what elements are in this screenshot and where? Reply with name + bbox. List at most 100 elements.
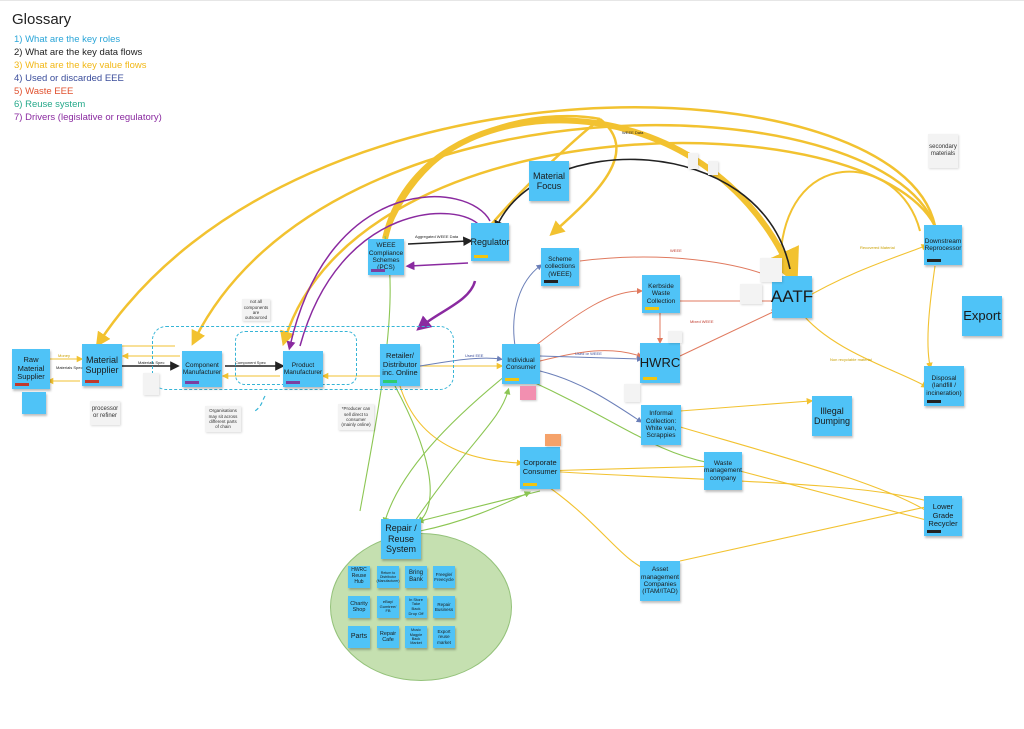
flow-label-aggregated-data: Aggregated WEEE Data [415, 234, 459, 239]
node-label: Export [963, 307, 1001, 323]
node-illegal-dumping[interactable]: Illegal Dumping [812, 396, 852, 436]
reuse-item-repair-business[interactable]: Repair Business [433, 596, 455, 618]
node-label: Illegal Dumping [813, 405, 851, 426]
note-text: not all components are outsourced [243, 299, 269, 321]
flow-label-recovered-material: Recovered Material [860, 245, 895, 250]
reuse-item-bring-bank[interactable]: Bring Bank [405, 566, 427, 588]
reuse-label: Repair Cafe [379, 630, 397, 643]
flow-label-weee: WEEE [670, 248, 682, 253]
reuse-label: In Store Take Back Drop Off [408, 596, 424, 616]
flow-label-used-weee: Used or WEEE [575, 351, 602, 356]
flow-label-mixed-weee: Mixed WEEE [690, 319, 714, 324]
glossary-item-roles: 1) What are the key roles [14, 34, 121, 45]
node-label: Kerbside Waste Collection [646, 282, 676, 305]
tag [927, 400, 941, 403]
glossary-item-reuse-system: 6) Reuse system [14, 99, 86, 110]
main-money-flow-to-aatf [382, 117, 799, 286]
flow-label-materials-spec: Materials Spec [56, 365, 83, 370]
node-retailer[interactable]: Retailer/ Distributor inc. Online [380, 344, 420, 386]
note-small-4 [760, 258, 782, 282]
reuse-item-charity-shop[interactable]: Charity Shop [348, 596, 370, 618]
node-label: Component Manufacturer [182, 361, 222, 376]
node-product-manufacturer[interactable]: Product Manufacturer [283, 351, 323, 387]
reuse-item-parts[interactable]: Parts [348, 626, 370, 648]
flow-label-money-1: Money [58, 353, 71, 358]
reuse-label: Charity Shop [350, 600, 368, 613]
tag [645, 307, 659, 310]
reuse-item-hwrc-hub[interactable]: HWRC Reuse Hub [348, 566, 370, 588]
reuse-label: HWRC Reuse Hub [351, 567, 367, 585]
node-disposal[interactable]: Disposal (landfill / incineration) [924, 366, 964, 406]
reuse-item-in-store[interactable]: In Store Take Back Drop Off [405, 596, 427, 618]
node-raw-material-detail [22, 392, 46, 414]
tag [523, 483, 537, 486]
note-secondary-materials: secondary materials [928, 134, 958, 168]
tag [185, 381, 199, 384]
note-processor: processor or refiner [90, 401, 120, 425]
reuse-item-export-reuse[interactable]: Export reuse market [433, 626, 455, 648]
node-label: Raw Material Supplier [17, 355, 45, 382]
node-repair-reuse[interactable]: Repair / Reuse System [381, 519, 421, 559]
supply-chain-boundary [152, 326, 454, 390]
glossary-title: Glossary [12, 11, 72, 28]
tag [15, 383, 29, 386]
node-aatf[interactable]: AATF [771, 276, 813, 318]
node-label: Informal Collection: White van, Scrappie… [645, 410, 677, 440]
tag [286, 381, 300, 384]
node-label: Product Manufacturer [283, 361, 323, 376]
tag [544, 280, 558, 283]
glossary-item-used-eee: 4) Used or discarded EEE [14, 73, 124, 84]
pink-note-consumer [520, 386, 536, 400]
tag [85, 380, 99, 383]
node-label: Individual Consumer [506, 356, 536, 371]
note-small-2 [688, 153, 698, 169]
node-waste-management[interactable]: Waste management company [704, 452, 742, 490]
node-component-manufacturer[interactable]: Component Manufacturer [182, 351, 222, 387]
node-asset-management[interactable]: Asset management Companies (ITAM/ITAD) [640, 561, 680, 601]
reuse-item-ebay[interactable]: eBay/ Gumtree/ FB [377, 596, 399, 618]
node-material-supplier[interactable]: Material Supplier [82, 344, 122, 386]
node-raw-material-supplier[interactable]: Raw Material Supplier [12, 349, 50, 389]
node-material-focus[interactable]: Material Focus [529, 161, 569, 201]
tag [927, 530, 941, 533]
flow-label-non-recyclable: Non recyclable material [830, 357, 872, 362]
node-label: Material Focus [532, 170, 565, 191]
reuse-item-return-distributor[interactable]: Return to Distributor (Manufacturer) [377, 566, 399, 588]
reuse-label: Bring Bank [408, 570, 423, 583]
reuse-item-music-magpie[interactable]: Music Magpie Back Market [405, 626, 427, 648]
node-lower-grade-recycler[interactable]: Lower Grade Recycler [924, 496, 962, 536]
node-informal[interactable]: Informal Collection: White van, Scrappie… [641, 405, 681, 445]
tag [383, 380, 397, 383]
node-individual-consumer[interactable]: Individual Consumer [502, 344, 540, 384]
reuse-label: Music Magpie Back Market [409, 628, 423, 646]
node-label: Material Supplier [85, 354, 119, 375]
reuse-item-repair-cafe[interactable]: Repair Cafe [377, 626, 399, 648]
node-pcs[interactable]: WEEE Compliance Schemes (PCS) [368, 239, 404, 275]
tag [371, 269, 385, 272]
reuse-item-freegle[interactable]: Freegle/ Freecycle [433, 566, 455, 588]
reuse-label: Freegle/ Freecycle [434, 571, 454, 582]
node-kerbside[interactable]: Kerbside Waste Collection [642, 275, 680, 313]
node-label: Corporate Consumer [522, 458, 558, 476]
node-label: Asset management Companies (ITAM/ITAD) [641, 566, 679, 596]
tag [927, 259, 941, 262]
node-label: Downstream Reprocessor [924, 237, 962, 252]
node-scheme-collections[interactable]: Scheme collections (WEEE) [541, 248, 579, 286]
node-label: Repair / Reuse System [385, 523, 417, 555]
tag [474, 255, 488, 258]
reuse-label: Export reuse market [437, 629, 451, 645]
node-label: Regulator [470, 236, 510, 247]
node-export[interactable]: Export [962, 296, 1002, 336]
reuse-label: Repair Business [434, 601, 454, 612]
node-hwrc[interactable]: HWRC [640, 343, 680, 383]
node-downstream[interactable]: Downstream Reprocessor [924, 225, 962, 265]
note-small-6 [668, 331, 682, 343]
reuse-label: Return to Distributor (Manufacturer) [376, 570, 400, 583]
node-label: WEEE Compliance Schemes (PCS) [368, 242, 404, 272]
node-regulator[interactable]: Regulator [470, 223, 510, 261]
node-label: Waste management company [704, 459, 742, 482]
node-label: HWRC [639, 354, 681, 370]
node-corporate-consumer[interactable]: Corporate Consumer [520, 447, 560, 489]
